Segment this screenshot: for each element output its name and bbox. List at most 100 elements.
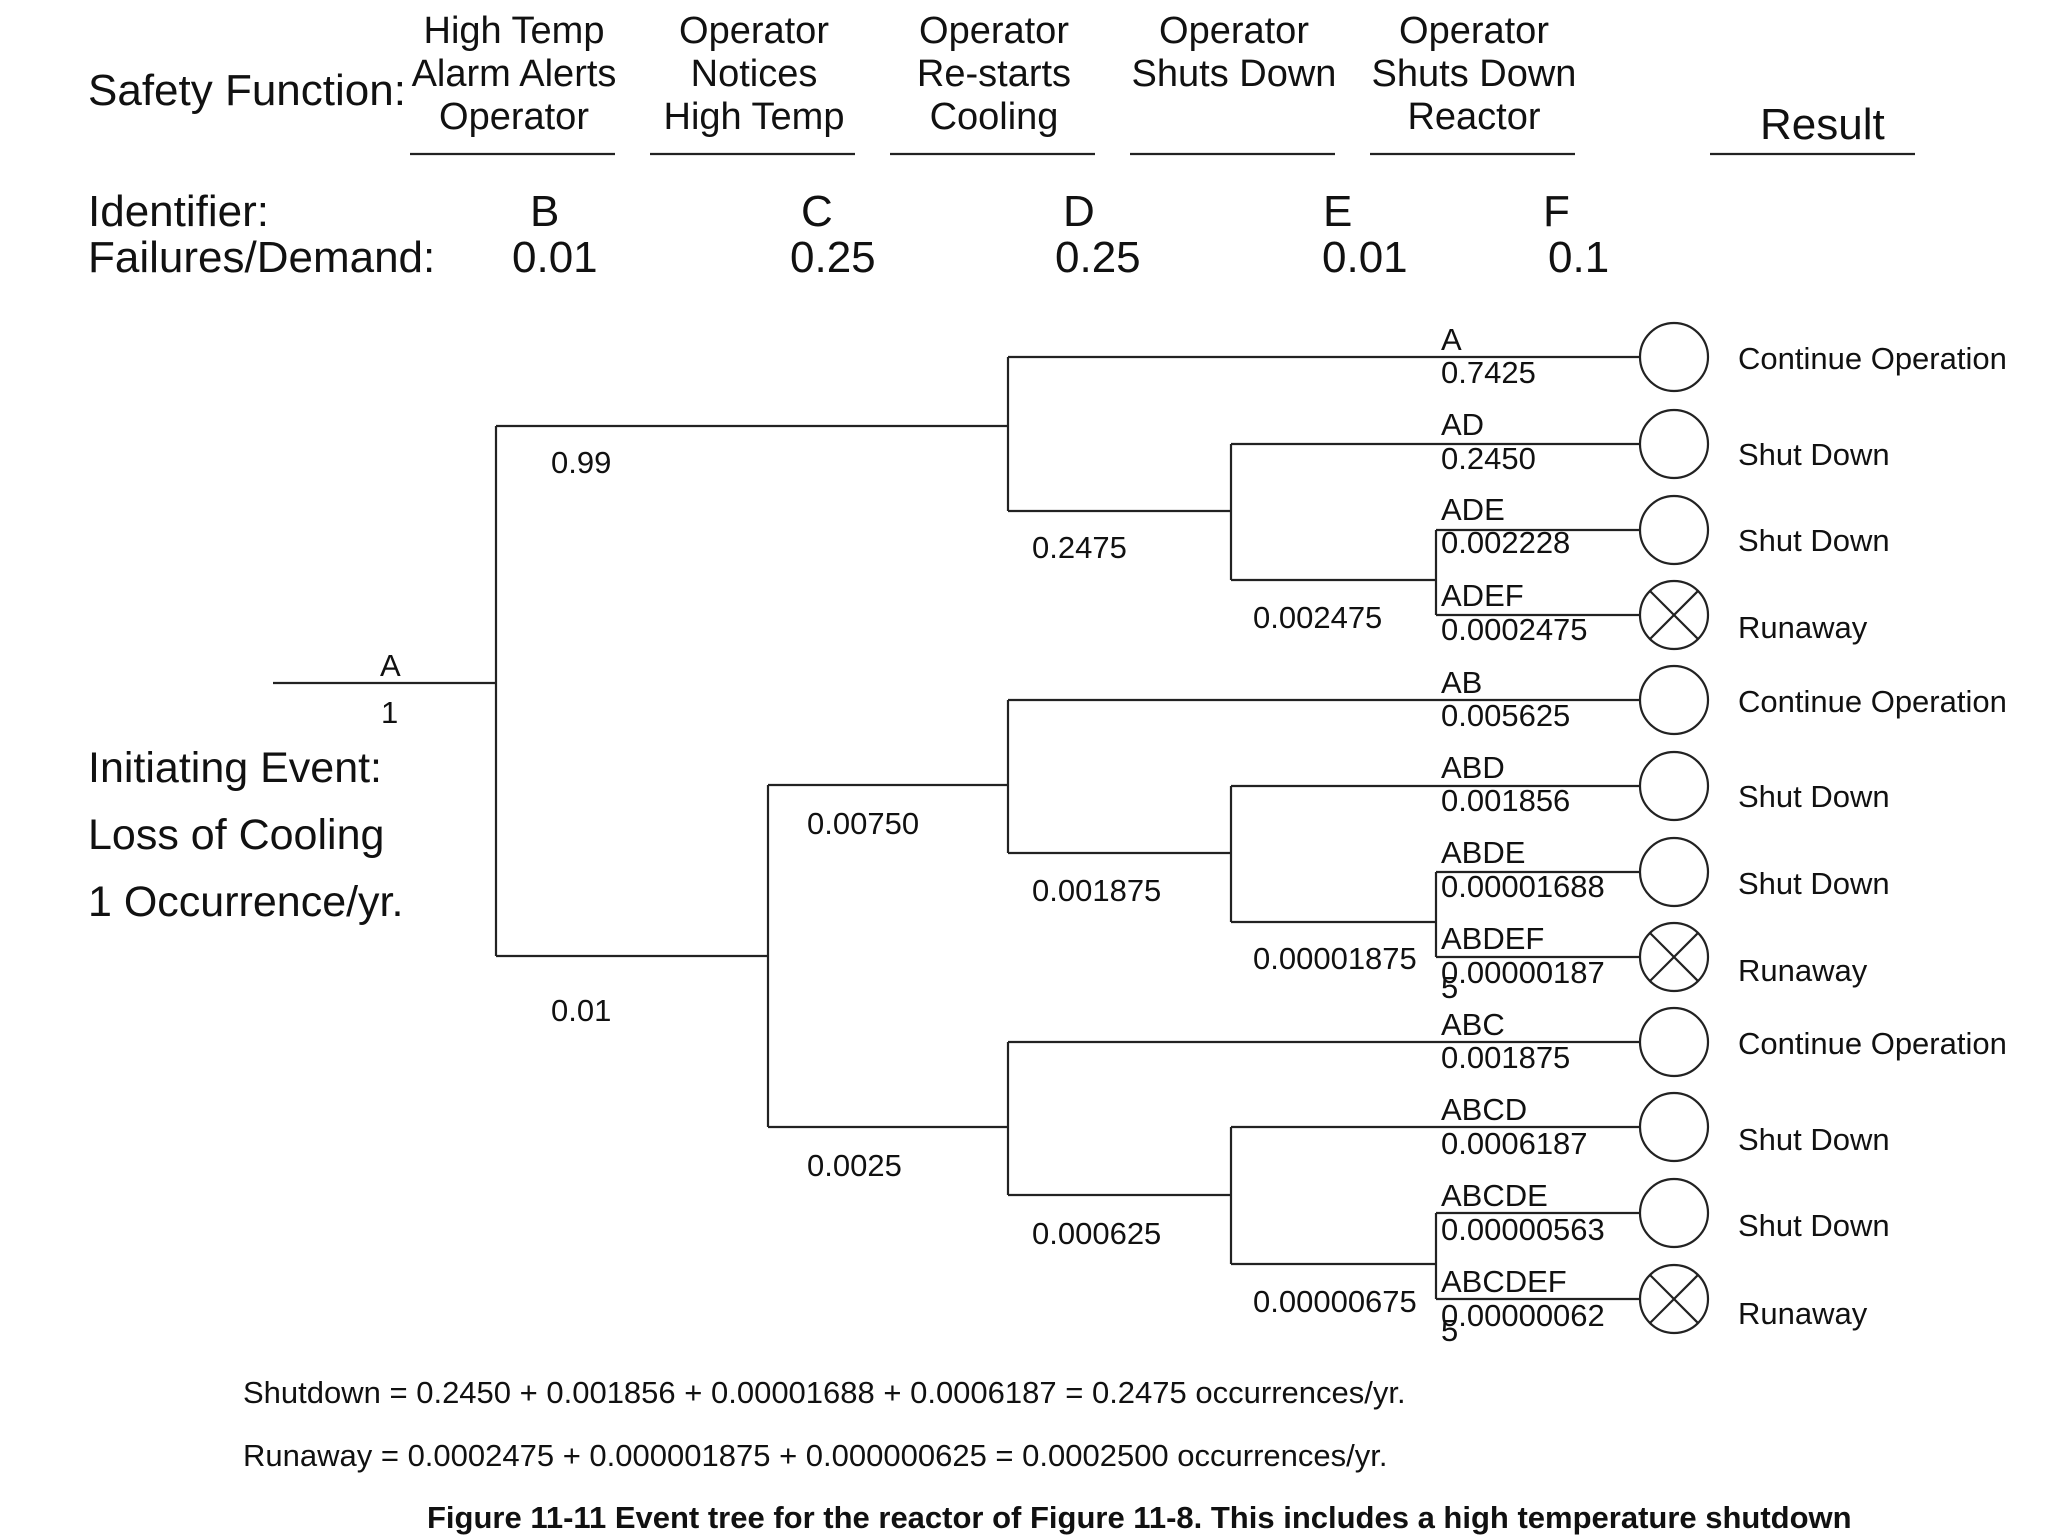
initiating-event-description: Initiating Event: Loss of Cooling 1 Occu…: [88, 735, 403, 936]
branch-prob-c-top: 0.2475: [1032, 530, 1127, 565]
function-header-line: Operator: [1399, 10, 1549, 52]
outcome-prob: 0.00001688: [1441, 869, 1605, 904]
outcome-prob: 0.00000062: [1441, 1298, 1605, 1333]
outcome-prob: 0.00000563: [1441, 1212, 1605, 1247]
outcome-result: Shut Down: [1738, 1208, 1890, 1243]
outcome-code: AD: [1441, 407, 1485, 442]
outcome-prob-extra: 5: [1441, 1313, 1459, 1348]
identifier-label: Identifier:: [88, 187, 269, 236]
outcome-prob: 0.00000187: [1441, 955, 1605, 990]
function-header-line: Shuts Down: [1131, 53, 1337, 95]
branch-prob-e-mid: 0.00001875: [1253, 941, 1417, 976]
function-header-c: Operator Notices High Temp: [634, 10, 874, 139]
cross-stroke: [1649, 590, 1699, 640]
result-header: Result: [1760, 100, 1885, 149]
function-header-line: Notices: [690, 53, 818, 95]
shutdown-equation: Shutdown = 0.2450 + 0.001856 + 0.0000168…: [243, 1375, 1406, 1410]
function-header-line: Operator: [1159, 10, 1309, 52]
failures-d: 0.25: [1055, 233, 1141, 282]
safety-function-label: Safety Function:: [88, 66, 406, 115]
outcome-code: ABCDE: [1441, 1178, 1548, 1213]
outcome-code: ABCDEF: [1441, 1264, 1567, 1299]
outcome-result: Runaway: [1738, 1296, 1868, 1331]
identifier-f: F: [1543, 187, 1570, 236]
initiating-id: A: [380, 648, 401, 683]
function-header-f: Operator Shuts Down Reactor: [1354, 10, 1594, 139]
branch-prob-d-mid: 0.001875: [1032, 873, 1162, 908]
outcome-marker-icon: [1638, 1177, 1710, 1249]
branch-prob-b-success: 0.99: [551, 445, 612, 480]
initiating-value: 1: [381, 695, 399, 730]
outcome-code: A: [1441, 322, 1462, 357]
outcome-result: Shut Down: [1738, 866, 1890, 901]
branch-prob-c-bot: 0.0025: [807, 1148, 902, 1183]
outcome-result: Continue Operation: [1738, 1026, 2007, 1061]
identifier-e: E: [1323, 187, 1353, 236]
outcome-marker-icon: [1638, 750, 1710, 822]
outcome-prob: 0.2450: [1441, 441, 1536, 476]
initiating-line: Initiating Event:: [88, 744, 383, 792]
outcome-result: Shut Down: [1738, 779, 1890, 814]
function-header-d: Operator Re-starts Cooling: [874, 10, 1114, 139]
function-header-line: Operator: [439, 96, 589, 138]
failures-b: 0.01: [512, 233, 598, 282]
outcome-code: ABD: [1441, 750, 1505, 785]
outcome-code: ABC: [1441, 1007, 1505, 1042]
branch-prob-d-bot: 0.000625: [1032, 1216, 1162, 1251]
outcome-marker-icon: [1638, 1006, 1710, 1078]
function-header-line: Shuts Down: [1371, 53, 1577, 95]
function-header-line: Reactor: [1407, 96, 1541, 138]
branch-prob-e-bot: 0.00000675: [1253, 1284, 1417, 1319]
function-header-e: Operator Shuts Down: [1114, 10, 1354, 96]
outcome-code: ABDEF: [1441, 921, 1545, 956]
function-header-line: Alarm Alerts: [411, 53, 617, 95]
outcome-prob: 0.001856: [1441, 783, 1571, 818]
outcome-prob: 0.0006187: [1441, 1126, 1588, 1161]
initiating-line: 1 Occurrence/yr.: [88, 878, 404, 926]
outcome-prob-extra: 5: [1441, 970, 1459, 1005]
outcome-prob: 0.002228: [1441, 525, 1571, 560]
function-header-b: High Temp Alarm Alerts Operator: [394, 10, 634, 139]
outcome-prob: 0.7425: [1441, 355, 1536, 390]
outcome-result: Shut Down: [1738, 523, 1890, 558]
outcome-marker-icon: [1638, 664, 1710, 736]
identifier-b: B: [530, 187, 560, 236]
function-header-line: Operator: [919, 10, 1069, 52]
function-header-line: Operator: [679, 10, 829, 52]
initiating-line: Loss of Cooling: [88, 811, 385, 859]
outcome-prob: 0.0002475: [1441, 612, 1588, 647]
failures-e: 0.01: [1322, 233, 1408, 282]
outcome-marker-icon: [1638, 836, 1710, 908]
outcome-result: Runaway: [1738, 610, 1868, 645]
outcome-code: AB: [1441, 665, 1483, 700]
outcome-code: ABDE: [1441, 835, 1526, 870]
identifier-d: D: [1063, 187, 1095, 236]
branch-prob-b-fail: 0.01: [551, 993, 612, 1028]
function-header-line: High Temp: [423, 10, 605, 52]
outcome-result: Continue Operation: [1738, 684, 2007, 719]
outcome-code: ADE: [1441, 492, 1505, 527]
outcome-result: Shut Down: [1738, 437, 1890, 472]
failures-label: Failures/Demand:: [88, 233, 436, 282]
outcome-marker-icon: [1638, 494, 1710, 566]
identifier-c: C: [801, 187, 833, 236]
outcome-code: ADEF: [1441, 578, 1524, 613]
outcome-result: Runaway: [1738, 953, 1868, 988]
figure-caption: Figure 11-11 Event tree for the reactor …: [427, 1500, 1852, 1535]
runaway-equation: Runaway = 0.0002475 + 0.000001875 + 0.00…: [243, 1438, 1388, 1473]
failures-f: 0.1: [1548, 233, 1610, 282]
function-header-line: High Temp: [663, 96, 845, 138]
outcome-prob: 0.001875: [1441, 1040, 1571, 1075]
outcome-prob: 0.005625: [1441, 698, 1571, 733]
branch-prob-c-mid: 0.00750: [807, 806, 920, 841]
outcome-marker-icon: [1638, 408, 1710, 480]
outcome-code: ABCD: [1441, 1092, 1528, 1127]
branch-prob-d-top: 0.002475: [1253, 600, 1383, 635]
failures-c: 0.25: [790, 233, 876, 282]
cross-stroke: [1649, 932, 1699, 982]
outcome-marker-icon: [1638, 321, 1710, 393]
cross-stroke: [1649, 1274, 1699, 1324]
outcome-result: Continue Operation: [1738, 341, 2007, 376]
function-header-line: Re-starts: [916, 53, 1072, 95]
